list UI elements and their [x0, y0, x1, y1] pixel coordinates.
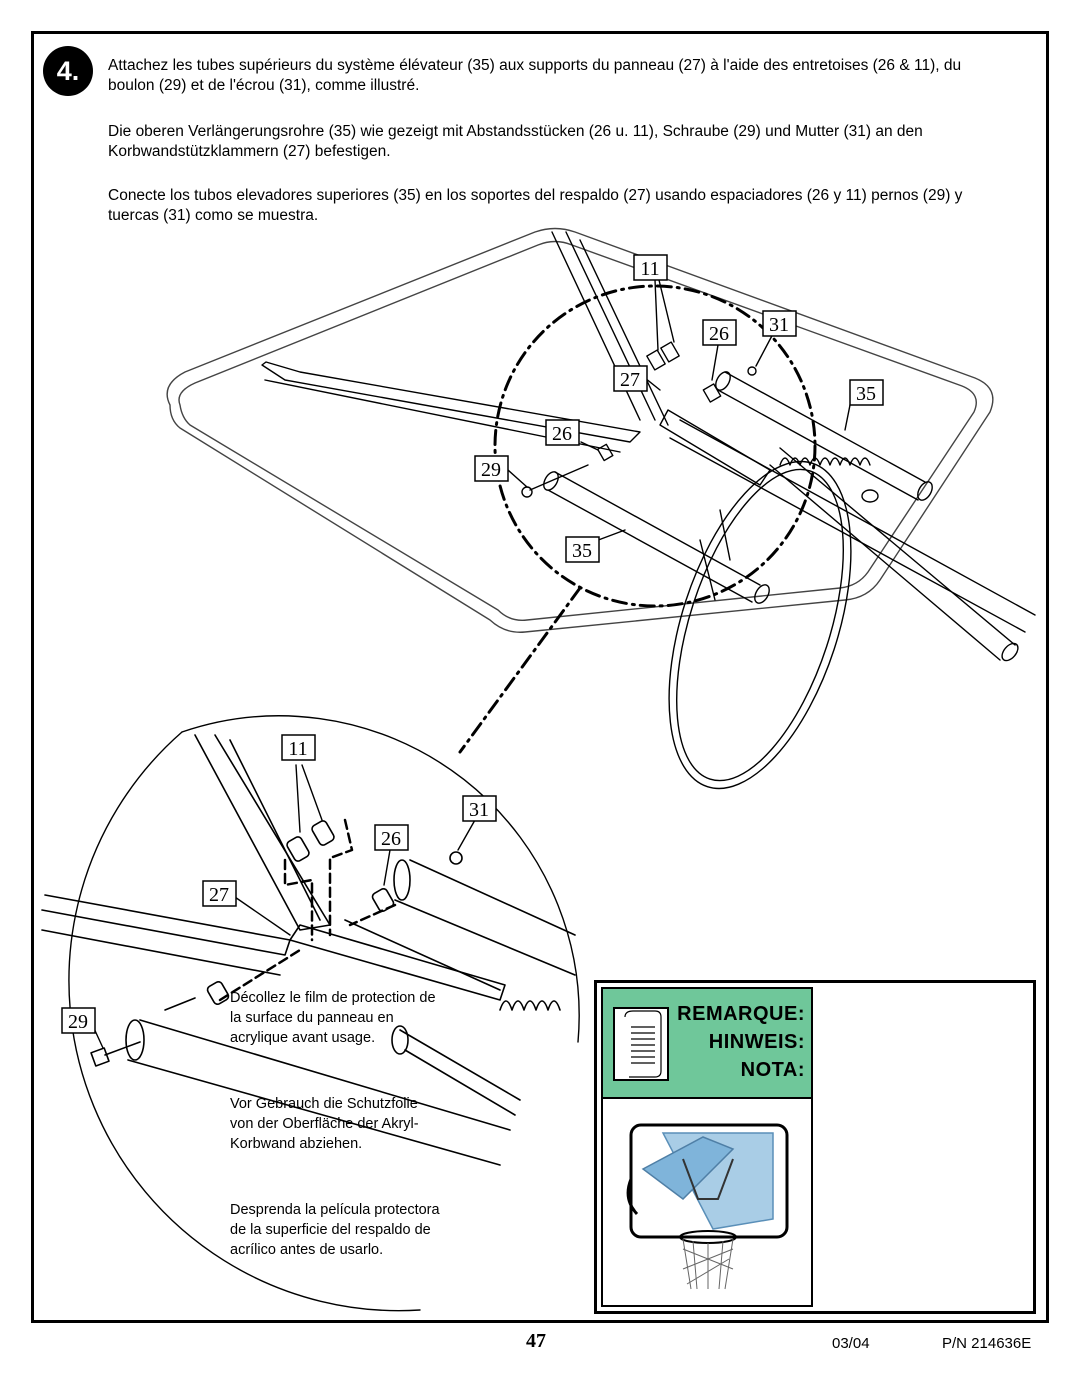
- part-label-35: 35: [856, 383, 876, 405]
- part-labels-closeup: [61, 734, 497, 1034]
- footer-date: 03/04: [832, 1335, 870, 1352]
- instruction-spanish: Conecte los tubos elevadores superiores …: [108, 187, 963, 224]
- part-number: P/N 214636E: [942, 1335, 1032, 1352]
- part-label-31: 31: [769, 314, 789, 336]
- part-label-29: 29: [481, 459, 501, 481]
- backboard-frame: [166, 227, 994, 633]
- backboard-peel-illustration: [626, 1123, 789, 1290]
- note-word-remarque: REMARQUE:: [677, 1003, 805, 1025]
- part-label-26: 26: [381, 828, 401, 850]
- part-label-26: 26: [552, 423, 572, 445]
- magnifier-outline: [458, 284, 817, 754]
- hardware-top: [521, 341, 757, 498]
- note-box: REMARQUE: HINWEIS: NOTA:: [594, 980, 1036, 1314]
- part-label-31: 31: [469, 799, 489, 821]
- part-label-35: 35: [572, 540, 592, 562]
- hoop-rim: [668, 460, 852, 790]
- document-icon: [613, 1007, 669, 1081]
- part-labels-top: [474, 254, 884, 563]
- step-number-badge: 4.: [43, 46, 93, 96]
- instruction-french: Attachez les tubes supérieurs du système…: [108, 57, 962, 94]
- part-label-11: 11: [288, 738, 307, 760]
- support-arm: [261, 231, 669, 453]
- part-label-29: 29: [68, 1011, 88, 1033]
- closeup-circle: [68, 715, 580, 1312]
- note-header: REMARQUE: HINWEIS: NOTA:: [603, 989, 811, 1099]
- part-label-27: 27: [620, 369, 640, 391]
- note-text-german: Vor Gebrauch die Schutzfolie von der Obe…: [230, 1096, 419, 1152]
- note-text-french: Décollez le film de protection de la sur…: [230, 990, 436, 1046]
- note-text-spanish: Desprenda la película protectora de la s…: [230, 1202, 440, 1258]
- part-label-11: 11: [640, 258, 659, 280]
- note-panel: REMARQUE: HINWEIS: NOTA:: [601, 987, 813, 1307]
- part-label-26: 26: [709, 323, 729, 345]
- page-number: 47: [526, 1330, 546, 1352]
- elevator-tubes-top: [543, 371, 1036, 662]
- note-word-hinweis: HINWEIS:: [708, 1031, 805, 1053]
- closeup-dashes: [218, 818, 397, 1002]
- closeup-parts: [41, 734, 576, 1166]
- leader-lines: [91, 279, 851, 1049]
- page-frame: [31, 31, 1049, 1323]
- instruction-german: Die oberen Verlängerungsrohre (35) wie g…: [108, 123, 923, 160]
- part-label-27: 27: [209, 884, 229, 906]
- spring-top: [779, 457, 879, 503]
- note-word-nota: NOTA:: [740, 1059, 805, 1081]
